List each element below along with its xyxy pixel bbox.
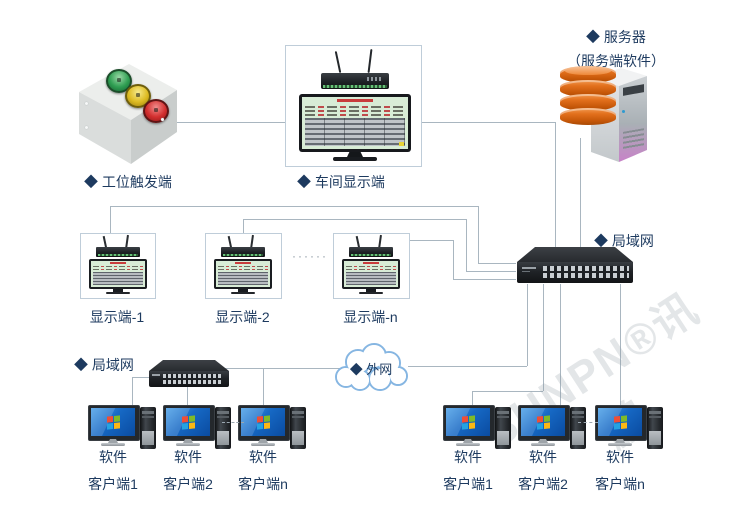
switch-ports-row xyxy=(163,380,221,384)
connector-line xyxy=(560,284,561,408)
screw-icon xyxy=(161,118,164,121)
trigger-box-icon xyxy=(73,58,179,168)
desktop-computer-icon xyxy=(443,405,511,457)
screen-table xyxy=(305,118,405,146)
client-left-1-label: 软件 客户端1 xyxy=(78,444,148,498)
client-label-line: 软件 xyxy=(529,449,557,465)
wifi-ap-icon xyxy=(317,48,393,93)
connector-line xyxy=(472,391,473,408)
connector-line xyxy=(408,366,527,367)
switch-icon xyxy=(513,247,633,287)
connector-line xyxy=(132,377,150,378)
client-label-line: 客户端2 xyxy=(518,476,568,492)
connector-line xyxy=(472,391,543,392)
client-label-line: 软件 xyxy=(606,449,634,465)
screen-title-bar xyxy=(337,99,373,102)
screen-text-line xyxy=(305,110,405,112)
client-left-n-label: 软件 客户端n xyxy=(228,444,298,498)
connector-line xyxy=(543,284,544,391)
client-right-2-label: 软件 客户端2 xyxy=(508,444,578,498)
connector-line xyxy=(453,279,516,280)
client-right-1-label: 软件 客户端1 xyxy=(433,444,503,498)
client-label-line: 客户端1 xyxy=(88,476,138,492)
cloud-icon xyxy=(335,343,408,391)
display-terminal-icon xyxy=(88,234,148,297)
connector-line xyxy=(555,122,556,251)
switch-brand-mark xyxy=(522,267,536,269)
client-left-2-label: 软件 客户端2 xyxy=(153,444,223,498)
monitor-icon xyxy=(299,94,411,162)
connector-line xyxy=(110,206,111,233)
red-button-icon xyxy=(143,99,169,123)
connector-line xyxy=(160,122,285,123)
connector-line xyxy=(263,368,264,407)
switch-ports-row xyxy=(163,374,221,378)
cloud-label: ◆ 外网 xyxy=(349,362,393,377)
lan-left-label: ◆ 局域网 xyxy=(74,357,134,373)
connector-line xyxy=(620,284,621,408)
switch-ports-row xyxy=(543,266,629,271)
server-vents xyxy=(623,128,644,150)
switch-brand-mark xyxy=(152,374,160,376)
desktop-computer-icon xyxy=(595,405,663,457)
screw-icon xyxy=(85,126,88,129)
desktop-computer-icon xyxy=(163,405,231,457)
display-2-label: 显示端-2 xyxy=(215,309,270,325)
server-sublabel: （服务端软件） xyxy=(567,53,665,69)
client-label-line: 软件 xyxy=(99,449,127,465)
connector-line xyxy=(466,271,516,272)
display-1-label: 显示端-1 xyxy=(89,309,145,325)
switch-top-face xyxy=(517,247,633,262)
desktop-computer-icon xyxy=(518,405,586,457)
screen-text-line xyxy=(305,114,405,116)
client-label-line: 软件 xyxy=(174,449,202,465)
client-label-line: 客户端1 xyxy=(443,476,493,492)
monitor-screen xyxy=(302,97,408,149)
connector-line xyxy=(187,387,188,407)
ellipsis: ······ xyxy=(292,249,328,263)
connector-line xyxy=(478,263,516,264)
connector-line xyxy=(420,122,555,123)
connector-line xyxy=(453,240,454,279)
connector-line xyxy=(225,368,340,369)
connector-line xyxy=(243,219,466,220)
desktop-computer-icon xyxy=(238,405,306,457)
ellipsis-dash xyxy=(222,422,244,423)
connector-line xyxy=(466,219,467,271)
display-terminal-icon xyxy=(341,234,401,297)
client-right-n-label: 软件 客户端n xyxy=(585,444,655,498)
client-label-line: 客户端2 xyxy=(163,476,213,492)
connector-line xyxy=(527,284,528,366)
client-label-line: 客户端n xyxy=(595,476,645,492)
server-label: ◆ 服务器 xyxy=(586,29,646,45)
ellipsis-dash xyxy=(578,422,598,423)
screw-icon xyxy=(85,102,88,105)
switch-icon xyxy=(147,360,229,388)
connector-line xyxy=(243,219,244,233)
server-led xyxy=(622,110,625,113)
switch-brand-mark xyxy=(522,271,530,272)
connector-line xyxy=(110,206,478,207)
connector-line xyxy=(408,240,453,241)
desktop-computer-icon xyxy=(88,405,156,457)
display-terminal-icon xyxy=(213,234,273,297)
display-n-label: 显示端-n xyxy=(343,309,398,325)
switch-top-face xyxy=(149,360,229,371)
client-label-line: 客户端n xyxy=(238,476,288,492)
client-label-line: 软件 xyxy=(249,449,277,465)
screen-indicator xyxy=(399,142,404,146)
monitor-base xyxy=(333,157,377,161)
switch-ports-row xyxy=(543,273,629,278)
lan-right-label: ◆ 局域网 xyxy=(594,233,654,249)
monitor-stand xyxy=(347,152,363,157)
connector-line xyxy=(580,138,581,251)
client-label-line: 软件 xyxy=(454,449,482,465)
connector-line xyxy=(132,377,133,407)
database-icon xyxy=(560,66,616,128)
trigger-label: ◆ 工位触发端 xyxy=(84,174,172,190)
workshop-display-label: ◆ 车间显示端 xyxy=(297,174,385,190)
screen-text-line xyxy=(305,106,405,108)
connector-line xyxy=(478,206,479,263)
